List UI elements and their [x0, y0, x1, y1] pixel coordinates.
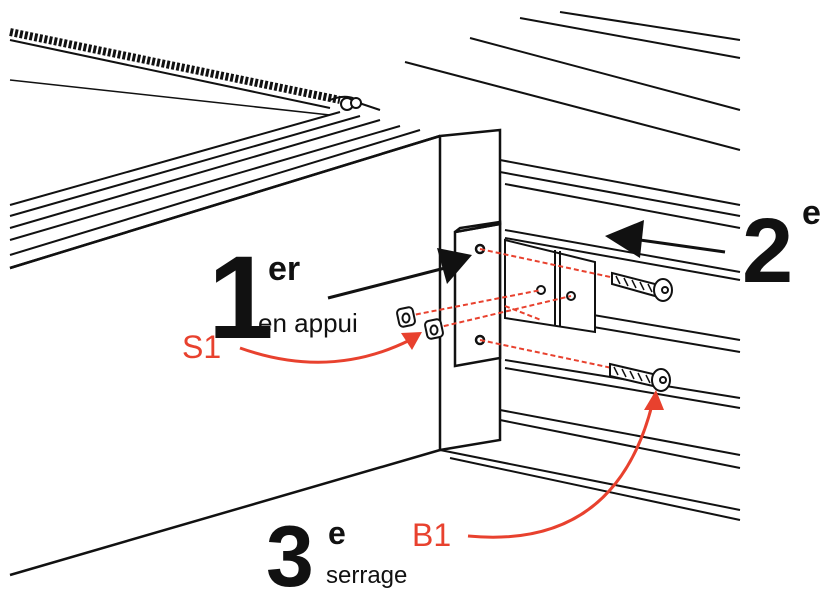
part-label-b1: B1: [412, 517, 451, 553]
bracket-block: [504, 238, 596, 334]
step1-number: 1: [208, 232, 274, 364]
arrow-step1: [327, 248, 472, 300]
spacer-s1-left: [396, 306, 416, 328]
step2-suffix: e: [802, 194, 821, 232]
connector-plate: [453, 220, 502, 368]
alignment-lines: [407, 248, 616, 369]
step3-suffix: e: [328, 515, 346, 551]
step3-number: 3: [266, 509, 314, 595]
step2-number: 2: [742, 200, 793, 302]
callout-arrow-b1: [467, 390, 664, 539]
part-label-s1: S1: [182, 329, 221, 365]
step1-suffix: er: [268, 250, 300, 288]
screw-upper: [611, 271, 673, 302]
beam-side: [9, 134, 441, 577]
spacer-s1-right: [424, 318, 444, 340]
callout-arrow-s1: [239, 332, 422, 364]
screw-lower: [609, 362, 671, 392]
step1-caption: en appui: [258, 308, 358, 338]
step3-caption: serrage: [326, 562, 407, 589]
upper-rail-lines: [404, 11, 741, 151]
bracket-holes: [536, 285, 576, 301]
arrow-step2: [605, 220, 726, 258]
